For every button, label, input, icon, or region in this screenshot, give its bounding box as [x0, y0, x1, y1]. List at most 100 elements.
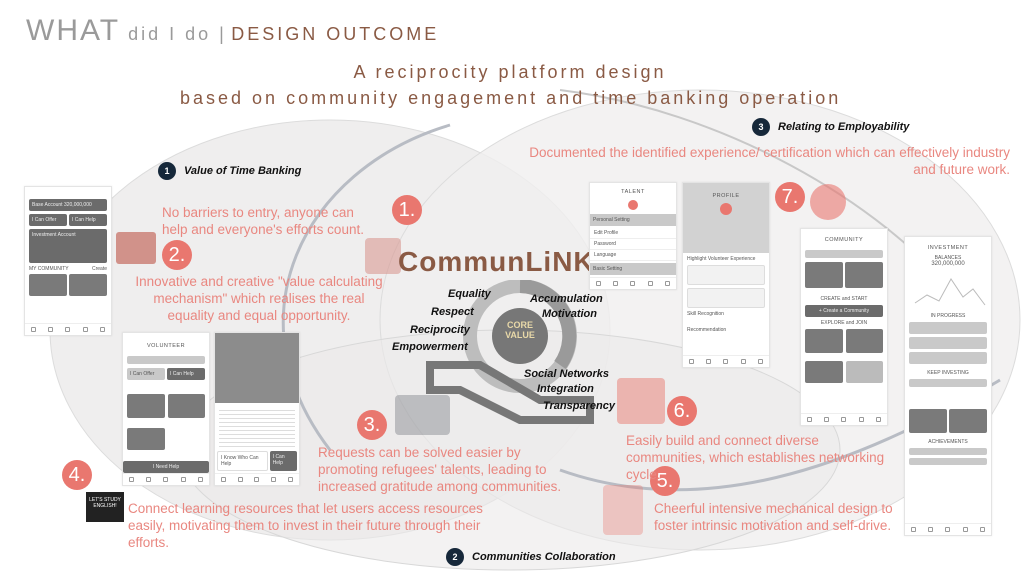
- achievement-item[interactable]: [909, 448, 987, 455]
- nav-icon[interactable]: [197, 477, 203, 482]
- request-card[interactable]: [167, 394, 205, 418]
- nav-icon[interactable]: [31, 327, 37, 332]
- offer-button[interactable]: I Can Offer: [29, 214, 67, 226]
- in-progress-heading: IN PROGRESS: [930, 313, 966, 319]
- menu-item[interactable]: Edit Profile: [590, 228, 676, 239]
- offer-tab[interactable]: I Can Offer: [127, 368, 165, 380]
- know-who-button[interactable]: I Know Who Can Help: [217, 451, 268, 471]
- nav-icon[interactable]: [630, 281, 636, 286]
- menu-item[interactable]: Password: [590, 239, 676, 250]
- screen-title: INVESTMENT: [927, 245, 969, 251]
- request-card[interactable]: [127, 428, 165, 450]
- course-card[interactable]: [949, 409, 987, 433]
- nav-icon[interactable]: [220, 477, 226, 482]
- nav-icon[interactable]: [979, 527, 985, 532]
- nav-icon[interactable]: [945, 527, 951, 532]
- subtitle-line2: based on community engagement and time b…: [180, 88, 842, 108]
- screen-title: VOLUNTEER: [146, 343, 186, 349]
- nav-icon[interactable]: [271, 477, 277, 482]
- search-input[interactable]: [805, 250, 883, 258]
- create-link[interactable]: Create: [91, 266, 107, 272]
- nav-icon[interactable]: [911, 527, 917, 532]
- community-card[interactable]: [805, 262, 843, 288]
- blackboard-illustration: LET'S STUDY ENGLISH!: [86, 492, 124, 522]
- nav-icon[interactable]: [875, 417, 881, 422]
- nav-icon[interactable]: [647, 281, 653, 286]
- label: Base Account: [32, 202, 63, 208]
- search-input[interactable]: [127, 356, 205, 364]
- point-5-text: Cheerful intensive mechanical design to …: [654, 501, 893, 533]
- phone-community: COMMUNITY CREATE and START + Create a Co…: [800, 228, 888, 426]
- achievement-item[interactable]: [909, 458, 987, 465]
- nav-icon[interactable]: [757, 359, 763, 364]
- experience-card[interactable]: [687, 265, 765, 285]
- request-card[interactable]: [127, 394, 165, 418]
- community-card[interactable]: [845, 262, 883, 288]
- value-social-networks: Social Networks: [524, 368, 609, 380]
- search-input[interactable]: [909, 379, 987, 387]
- nav-icon[interactable]: [841, 417, 847, 422]
- puzzle-illustration: [116, 232, 156, 264]
- achievements-heading: ACHIEVEMENTS: [928, 439, 968, 445]
- section-header: Basic Setting: [590, 263, 676, 275]
- nav-icon[interactable]: [706, 359, 712, 364]
- progress-item[interactable]: [909, 352, 987, 364]
- nav-icon[interactable]: [740, 359, 746, 364]
- nav-icon[interactable]: [237, 477, 243, 482]
- create-heading: CREATE and START: [820, 296, 868, 302]
- help-tab[interactable]: I Can Help: [167, 368, 205, 380]
- create-community-button[interactable]: + Create a Community: [805, 305, 883, 317]
- community-card[interactable]: [29, 274, 67, 296]
- course-card[interactable]: [909, 409, 947, 433]
- value-empowerment: Empowerment: [392, 341, 468, 353]
- nav-icon[interactable]: [723, 359, 729, 364]
- bottom-nav: [215, 473, 299, 485]
- nav-icon[interactable]: [858, 417, 864, 422]
- title-outcome: DESIGN OUTCOME: [231, 24, 440, 44]
- menu-item[interactable]: Language: [590, 250, 676, 261]
- section-header: Personal Setting: [590, 214, 676, 226]
- nav-icon[interactable]: [664, 281, 670, 286]
- community-card[interactable]: [805, 361, 843, 383]
- nav-icon[interactable]: [962, 527, 968, 532]
- need-help-button[interactable]: I Need Help: [123, 461, 209, 473]
- point-2-number: 2.: [162, 240, 192, 270]
- nav-icon[interactable]: [99, 327, 105, 332]
- nav-icon[interactable]: [596, 281, 602, 286]
- nav-icon[interactable]: [689, 359, 695, 364]
- community-card[interactable]: [69, 274, 107, 296]
- community-card[interactable]: [845, 361, 883, 383]
- progress-item[interactable]: [909, 322, 987, 334]
- nav-icon[interactable]: [928, 527, 934, 532]
- community-card[interactable]: [805, 329, 843, 353]
- brand-logo: CommunLiNK: [398, 246, 595, 277]
- progress-item[interactable]: [909, 337, 987, 349]
- nav-icon[interactable]: [254, 477, 260, 482]
- investment-account: Investment Account: [29, 229, 107, 263]
- nav-icon[interactable]: [180, 477, 186, 482]
- nav-icon[interactable]: [65, 327, 71, 332]
- nav-icon[interactable]: [613, 281, 619, 286]
- nav-icon[interactable]: [82, 327, 88, 332]
- value-accumulation: Accumulation: [530, 293, 603, 305]
- nav-icon[interactable]: [824, 417, 830, 422]
- point-7-number: 7.: [775, 182, 805, 212]
- nav-icon[interactable]: [146, 477, 152, 482]
- point-4-number: 4.: [62, 460, 92, 490]
- community-card[interactable]: [845, 329, 883, 353]
- pillar-label: Relating to Employability: [778, 121, 910, 133]
- nav-icon[interactable]: [288, 477, 294, 482]
- nav-icon[interactable]: [48, 327, 54, 332]
- balance-line-chart: [914, 278, 986, 306]
- can-help-button[interactable]: I Can Help: [269, 451, 297, 471]
- help-button[interactable]: I Can Help: [69, 214, 107, 226]
- nav-icon[interactable]: [807, 417, 813, 422]
- experience-card[interactable]: [687, 288, 765, 308]
- nav-icon[interactable]: [129, 477, 135, 482]
- team-illustration: [617, 378, 665, 424]
- point-1-text: No barriers to entry, anyone can help an…: [162, 205, 364, 237]
- nav-icon[interactable]: [163, 477, 169, 482]
